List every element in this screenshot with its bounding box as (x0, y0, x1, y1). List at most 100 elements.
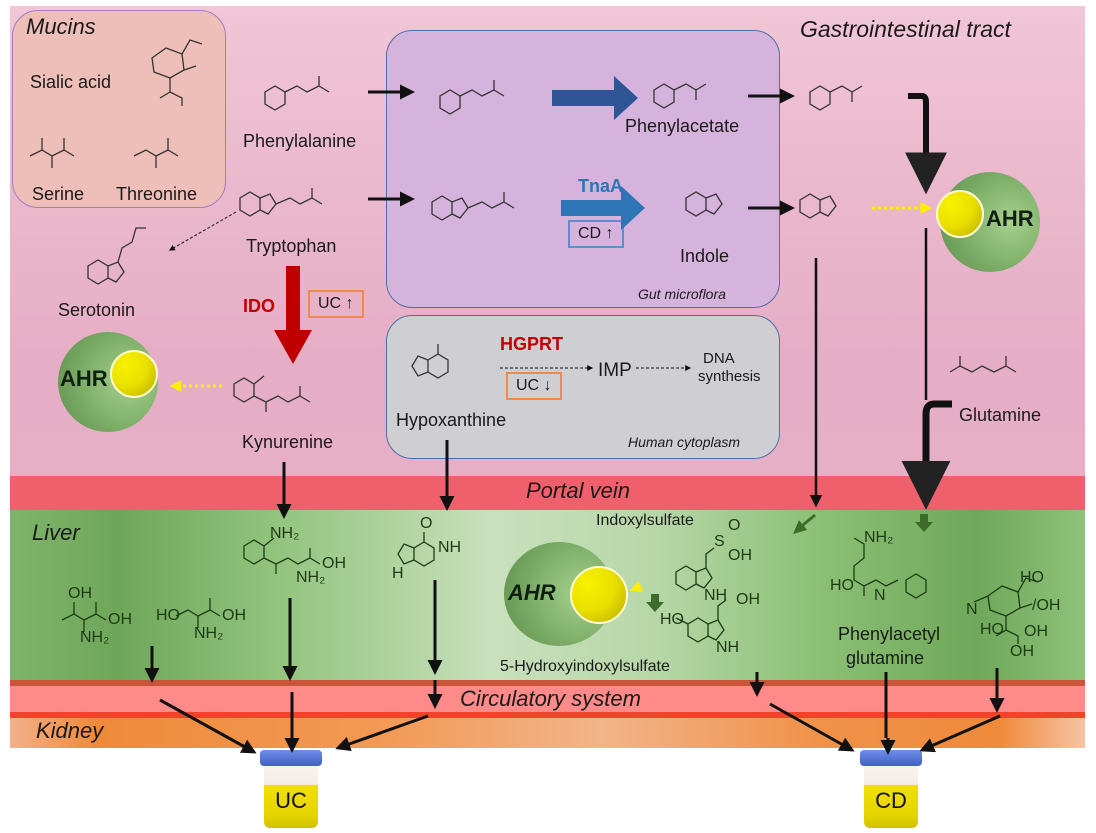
hgprt-regulation-tag: UC ↓ (506, 372, 562, 400)
svg-text:OH: OH (180, 147, 204, 164)
indole-label: Indole (680, 246, 730, 266)
svg-text:HO: HO (170, 11, 194, 28)
ahr-label: AHR (60, 366, 108, 391)
arrow-trp-to-kynurenine-ido (274, 266, 312, 364)
svg-text:NH: NH (452, 351, 475, 368)
svg-text:NH: NH (704, 587, 727, 604)
hypoxanthine-structure-icon: O NH H (406, 327, 475, 396)
svg-text:OH: OH (312, 393, 336, 410)
svg-text:NH₂: NH₂ (300, 99, 329, 116)
ahr-ligand-icon (936, 190, 984, 238)
svg-text:HO: HO (980, 621, 1004, 638)
tnaa-enzyme-label: TnaA (578, 176, 623, 196)
svg-text:O: O (420, 515, 432, 532)
cup-body-icon (264, 766, 318, 828)
svg-text:HO: HO (830, 577, 854, 594)
svg-text:OH: OH (516, 199, 540, 216)
gut-microflora-box (386, 30, 780, 308)
arrow-glutamine-to-portal (901, 400, 952, 510)
threonine-label: Threonine (116, 184, 198, 204)
svg-text:N: N (712, 215, 724, 232)
liver-border (10, 680, 1085, 686)
ido-enzyme-label: IDO (243, 296, 276, 316)
arrow-trp-to-serotonin (168, 211, 237, 251)
svg-text:/OH: /OH (196, 53, 224, 70)
urine-sample-cd: CD (860, 750, 922, 828)
arrow-to-indoxylsulfate (793, 514, 816, 534)
svg-text:N: N (966, 601, 978, 618)
serotonin-label: Serotonin (58, 300, 136, 320)
phenylacetate-structure-icon: OHO (653, 67, 732, 109)
mucins-label: Mucins (26, 14, 96, 39)
circulatory-system-label: Circulatory system (460, 686, 641, 711)
svg-text:O: O (262, 409, 274, 426)
indoxylsulfate-label: Indoxylsulfate (596, 512, 694, 529)
svg-text:OH: OH (708, 67, 732, 84)
svg-text:NH₂: NH₂ (1004, 381, 1033, 398)
gi-tract-label: Gastrointestinal tract (800, 16, 1011, 42)
svg-text:N: N (874, 587, 886, 604)
svg-text:OH: OH (186, 85, 210, 102)
svg-text:NH₂: NH₂ (864, 529, 893, 546)
svg-text:NH₂: NH₂ (286, 407, 315, 424)
svg-text:NH: NH (438, 539, 461, 556)
svg-text:O: O (848, 99, 860, 116)
urine-sample-uc-label: UC (275, 788, 307, 813)
ahr-label: AHR (508, 580, 556, 605)
kynurenine-label: Kynurenine (242, 432, 334, 452)
svg-text:S: S (714, 533, 725, 550)
dna-synthesis-label-1: DNA (703, 350, 735, 367)
sialic-acid-label: Sialic acid (30, 72, 112, 92)
svg-text:OH: OH (108, 611, 132, 628)
svg-text:/OH: /OH (1032, 597, 1060, 614)
urine-sample-cd-label: CD (875, 788, 907, 813)
svg-text:OH: OH (1016, 363, 1040, 380)
serine-label: Serine (32, 184, 85, 204)
arrow-to-phenylacetyl-glutamine (915, 514, 933, 532)
cup-lid-icon (860, 750, 922, 766)
svg-text:HO: HO (156, 607, 180, 624)
svg-text:O: O (434, 327, 446, 344)
arrow-to-cd-right (919, 714, 1001, 753)
svg-text:H: H (826, 229, 838, 246)
phenylacetate-outer-structure-icon: OHO (809, 85, 863, 116)
ahr-receptor-kynurenine: AHR (58, 332, 158, 432)
hypoxanthine-label: Hypoxanthine (396, 410, 507, 430)
gut-microflora-label: Gut microflora (638, 286, 726, 302)
liver-label: Liver (32, 520, 80, 545)
svg-text:H₂N: H₂N (936, 367, 965, 384)
svg-text:H: H (406, 379, 418, 396)
phenylacetate-label: Phenylacetate (625, 116, 740, 136)
svg-text:N: N (826, 219, 838, 236)
indole-structure-icon: NH (685, 191, 724, 242)
svg-text:H: H (114, 283, 126, 300)
svg-text:NH₂: NH₂ (476, 105, 505, 122)
svg-text:H: H (712, 225, 724, 242)
arrow-indoxyl-to-ahr (629, 580, 644, 593)
circulatory-system-zone (10, 686, 1085, 712)
svg-text:OH: OH (1010, 643, 1034, 660)
svg-text:HN: HN (444, 217, 467, 234)
imp-label: IMP (598, 360, 632, 381)
svg-text:OH: OH (76, 147, 100, 164)
svg-text:NH₂: NH₂ (490, 215, 519, 232)
urine-sample-uc: UC (260, 750, 322, 828)
phenylacetyl-glutamine-label-1: Phenylacetyl (838, 624, 941, 644)
svg-text:OH: OH (736, 591, 760, 608)
svg-text:HO: HO (660, 611, 684, 628)
indole-outer-structure-icon: NH (799, 193, 838, 246)
